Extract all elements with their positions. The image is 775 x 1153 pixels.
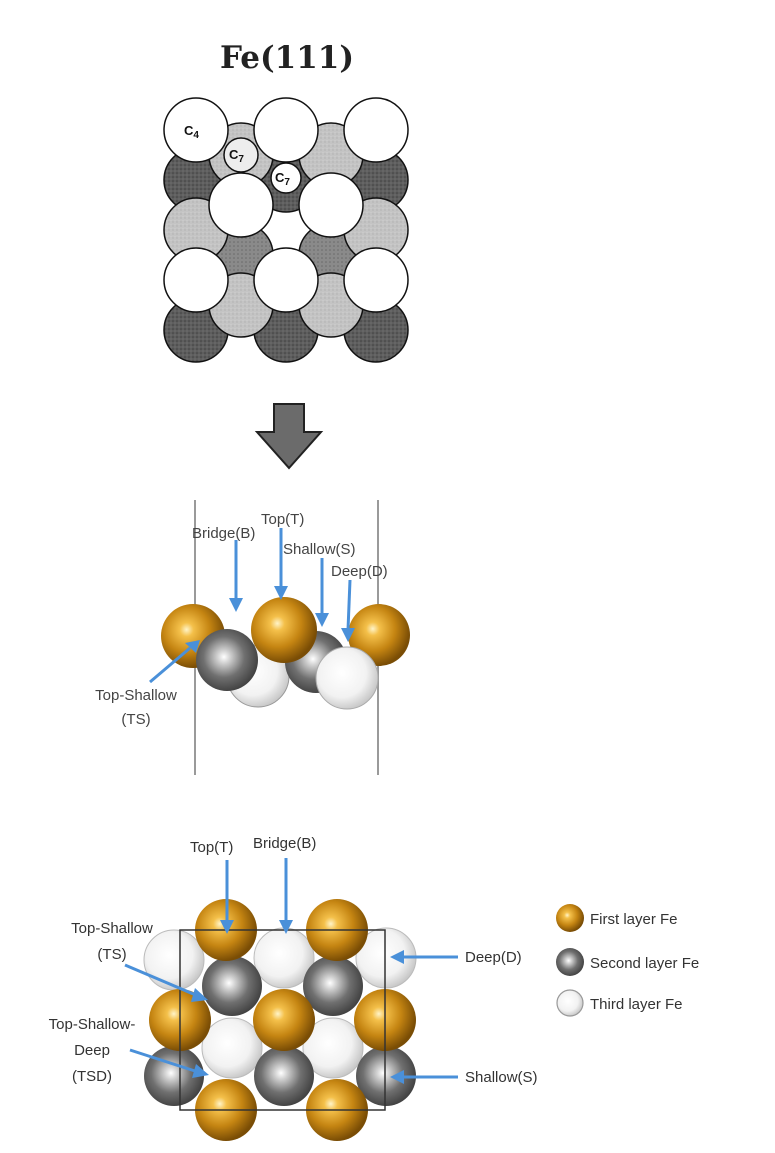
topview-ts-label-line1: Top-Shallow [71, 920, 153, 937]
down-arrow-icon [254, 403, 324, 470]
side-shallow-label: Shallow(S) [283, 541, 356, 558]
legend-second-layer: Second layer Fe [590, 955, 699, 972]
gray-sphere-icon [556, 948, 584, 976]
c4-label: C4 [184, 123, 199, 141]
white-sphere-icon [556, 989, 584, 1017]
legend-third-layer: Third layer Fe [590, 996, 683, 1013]
topview-tsd-label-line3: (TSD) [72, 1068, 112, 1085]
side-bridge-label: Bridge(B) [192, 525, 255, 542]
topview-deep-label: Deep(D) [465, 949, 522, 966]
c7-label: C7 [229, 147, 244, 165]
c7-site-marker [223, 137, 259, 173]
side-view: Bridge(B) Top(T) Shallow(S) Deep(D) Top-… [95, 500, 410, 775]
fe111-schematic: C4 C7 C7 [163, 97, 409, 363]
legend-first-layer: First layer Fe [590, 911, 678, 928]
first-layer-schematic [163, 97, 409, 313]
topview-tsd-label-line1: Top-Shallow- [49, 1016, 136, 1033]
panel-title: Fe(111) [220, 40, 354, 76]
c7-site-marker-2 [270, 162, 302, 194]
unit-cell-outline [179, 929, 386, 1111]
topview-bridge-label: Bridge(B) [253, 835, 316, 852]
c7-label-2: C7 [275, 170, 290, 188]
side-ts-label-line1: Top-Shallow [95, 687, 177, 704]
legend: First layer Fe Second layer Fe Third lay… [556, 904, 699, 1017]
side-deep-label: Deep(D) [331, 563, 388, 580]
topview-ts-label-line2: (TS) [97, 946, 126, 963]
topview-shallow-label: Shallow(S) [465, 1069, 538, 1086]
side-ts-label-line2: (TS) [121, 711, 150, 728]
top-view: Top(T) Bridge(B) Top-Shallow (TS) Top-Sh… [49, 835, 538, 1141]
gold-sphere-icon [556, 904, 584, 932]
topview-top-label: Top(T) [190, 839, 233, 856]
topview-tsd-label-line2: Deep [74, 1042, 110, 1059]
side-top-label: Top(T) [261, 511, 304, 528]
